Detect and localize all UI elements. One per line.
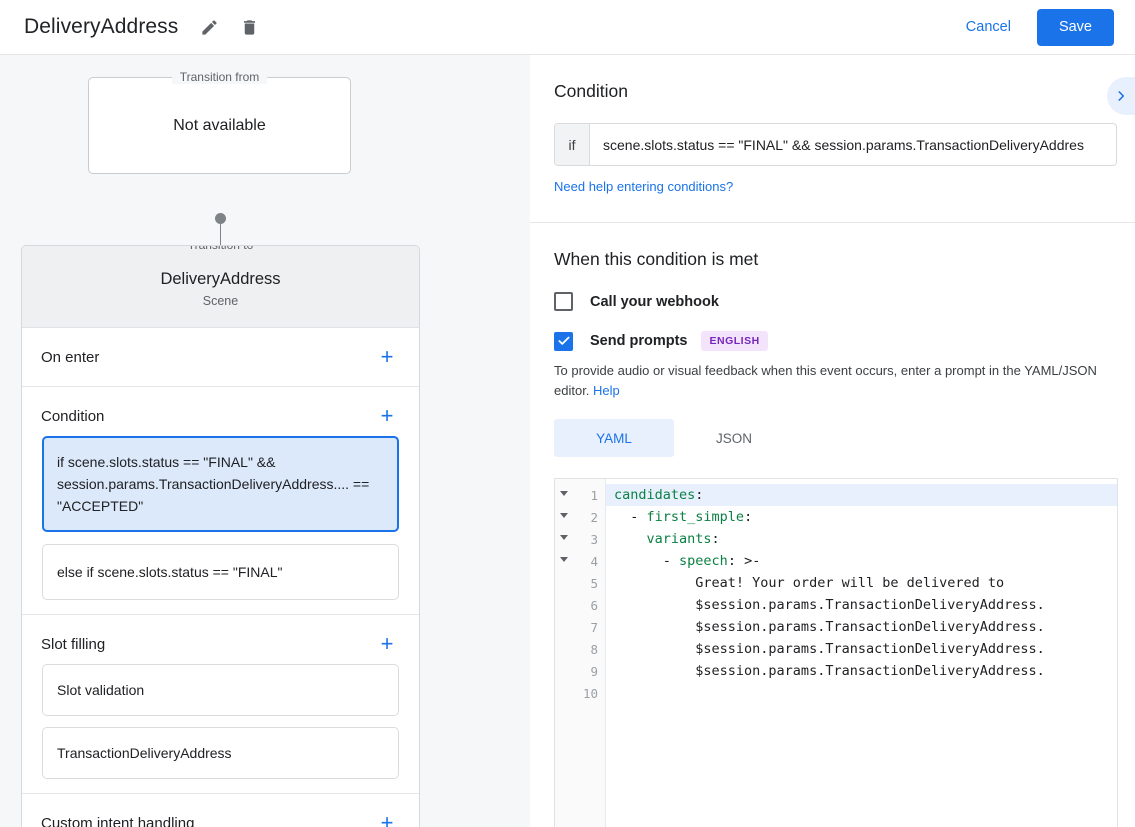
editor-format-tabs: YAML JSON: [554, 419, 1111, 457]
call-webhook-label: Call your webhook: [590, 293, 719, 310]
fold-arrow-icon[interactable]: [560, 557, 568, 562]
chevron-right-icon[interactable]: [1107, 77, 1135, 115]
section-condition: Condition + if scene.slots.status == "FI…: [22, 387, 419, 615]
save-button[interactable]: Save: [1036, 8, 1114, 46]
fold-arrow-icon[interactable]: [560, 535, 568, 540]
editor-code-line: $session.params.TransactionDeliveryAddre…: [614, 663, 1045, 679]
scene-card-header: Transition to DeliveryAddress Scene: [22, 246, 419, 328]
editor-line-number: 4: [555, 550, 605, 572]
editor-code-area[interactable]: candidates: - first_simple: variants: - …: [606, 479, 1117, 827]
section-condition-label: Condition: [41, 407, 105, 425]
editor-code-line: $session.params.TransactionDeliveryAddre…: [614, 597, 1045, 613]
transition-to-card: Transition to DeliveryAddress Scene On e…: [21, 245, 420, 827]
transition-from-box: Transition from Not available: [88, 70, 351, 174]
condition-help-link[interactable]: Need help entering conditions?: [554, 179, 734, 194]
condition-input-row: if: [554, 123, 1117, 166]
cancel-button[interactable]: Cancel: [952, 10, 1025, 44]
section-custom-intent-header[interactable]: Custom intent handling +: [22, 794, 419, 827]
send-prompts-label: Send prompts: [590, 333, 688, 349]
page-title: DeliveryAddress: [24, 15, 179, 38]
add-condition-icon[interactable]: +: [380, 403, 394, 428]
editor-line-number: 10: [582, 685, 598, 701]
pencil-icon[interactable]: [192, 10, 226, 44]
fold-arrow-icon[interactable]: [560, 513, 568, 518]
editor-line-number: 5: [590, 575, 598, 591]
editor-line-number: 8: [590, 641, 598, 657]
editor-line-number: 1: [555, 484, 605, 506]
when-condition-met-section: When this condition is met Call your web…: [530, 223, 1135, 457]
editor-line-number: 9: [590, 663, 598, 679]
prompt-helper-body: To provide audio or visual feedback when…: [554, 363, 1097, 398]
slot-list-item[interactable]: Slot validation: [42, 664, 399, 716]
trash-icon[interactable]: [232, 10, 266, 44]
section-slot-filling-body: Slot validation TransactionDeliveryAddre…: [22, 664, 419, 793]
section-on-enter: On enter +: [22, 328, 419, 387]
call-webhook-checkbox[interactable]: [554, 292, 573, 311]
section-slot-filling-label: Slot filling: [41, 635, 106, 653]
editor-code-line: [606, 682, 1117, 704]
add-slot-icon[interactable]: +: [380, 631, 394, 656]
section-custom-intent-label: Custom intent handling: [41, 814, 195, 827]
scene-name: DeliveryAddress: [160, 270, 281, 288]
tab-yaml[interactable]: YAML: [554, 419, 674, 457]
condition-section: Condition if Need help entering conditio…: [530, 55, 1135, 222]
section-divider: [530, 222, 1135, 223]
editor-code-line: $session.params.TransactionDeliveryAddre…: [614, 619, 1045, 635]
prompt-helper-text: To provide audio or visual feedback when…: [554, 361, 1111, 401]
prompt-help-link[interactable]: Help: [593, 383, 620, 398]
editor-line-number: 3: [555, 528, 605, 550]
transition-to-legend: Transition to: [179, 246, 262, 252]
webhook-row: Call your webhook: [554, 292, 1111, 311]
editor-code-line: - first_simple:: [614, 509, 753, 525]
section-condition-header[interactable]: Condition +: [22, 387, 419, 436]
transition-from-legend: Transition from: [171, 70, 268, 84]
editor-code-line: variants:: [646, 531, 720, 547]
condition-list-item[interactable]: else if scene.slots.status == "FINAL": [42, 544, 399, 600]
scene-graph-panel: Transition from Not available Transition…: [0, 55, 530, 827]
section-slot-filling-header[interactable]: Slot filling +: [22, 615, 419, 664]
title-actions: [192, 10, 266, 44]
editor-code-line: $session.params.TransactionDeliveryAddre…: [614, 641, 1045, 657]
condition-input[interactable]: [590, 124, 1116, 165]
editor-code-line: candidates:: [606, 484, 1117, 506]
section-condition-body: if scene.slots.status == "FINAL" && sess…: [22, 436, 419, 614]
when-condition-met-heading: When this condition is met: [554, 249, 759, 269]
tab-json[interactable]: JSON: [715, 430, 752, 446]
language-badge: ENGLISH: [701, 331, 768, 351]
send-prompts-checkbox[interactable]: [554, 331, 573, 351]
if-label: if: [555, 124, 590, 165]
condition-list-item[interactable]: if scene.slots.status == "FINAL" && sess…: [42, 436, 399, 532]
condition-heading: Condition: [554, 81, 628, 101]
editor-line-number: 7: [590, 619, 598, 635]
section-on-enter-header[interactable]: On enter +: [22, 328, 419, 386]
fold-arrow-icon[interactable]: [560, 491, 568, 496]
slot-list-item[interactable]: TransactionDeliveryAddress: [42, 727, 399, 779]
editor-line-number: 2: [555, 506, 605, 528]
editor-line-number: 6: [590, 597, 598, 613]
send-prompts-row: Send prompts ENGLISH: [554, 331, 1111, 351]
scene-type: Scene: [202, 294, 239, 308]
section-custom-intent: Custom intent handling +: [22, 794, 419, 827]
editor-code-line: Great! Your order will be delivered to: [614, 575, 1005, 591]
top-app-bar: DeliveryAddress Cancel Save: [0, 0, 1135, 55]
add-on-enter-icon[interactable]: +: [380, 344, 394, 369]
editor-code-line: - speech: >-: [614, 553, 761, 569]
add-custom-intent-icon[interactable]: +: [380, 810, 394, 827]
section-on-enter-label: On enter: [41, 348, 100, 366]
transition-from-value: Not available: [173, 116, 266, 134]
section-slot-filling: Slot filling + Slot validation Transacti…: [22, 615, 419, 794]
